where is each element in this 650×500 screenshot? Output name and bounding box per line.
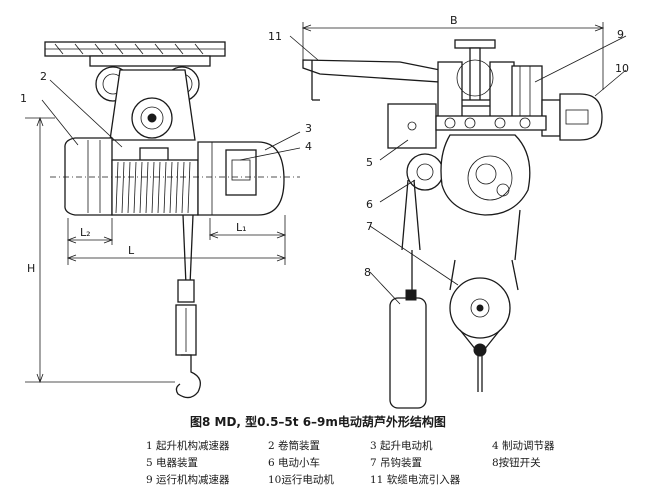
callout-1: 1 <box>20 92 27 105</box>
callout-labels: 1 2 3 4 5 6 7 8 9 10 11 H L L₁ L₂ B 图8 M… <box>20 14 629 429</box>
legend-item: 10运行电动机 <box>268 474 334 486</box>
legend-item: 5 电器装置 <box>146 457 199 469</box>
callout-7: 7 <box>366 220 373 233</box>
legend-item: 11 软缆电流引入器 <box>370 474 461 486</box>
dim-L2: L₂ <box>80 226 91 239</box>
legend-item: 1 起升机构减速器 <box>146 440 230 452</box>
front-view <box>25 41 301 399</box>
callout-10: 10 <box>615 62 629 75</box>
legend-item: 4 制动调节器 <box>492 440 555 452</box>
legend-item: 2 卷筒装置 <box>268 440 321 452</box>
side-view <box>289 22 627 409</box>
parts-legend: 1 起升机构减速器 2 卷筒装置 3 起升电动机 4 制动调节器 5 电器装置 … <box>146 438 646 487</box>
callout-9: 9 <box>617 28 624 41</box>
callout-4: 4 <box>305 140 312 153</box>
dim-L: L <box>128 244 135 257</box>
dim-L1: L₁ <box>236 221 247 234</box>
legend-item: 9 运行机构减速器 <box>146 474 230 486</box>
legend-item: 8按钮开关 <box>492 457 541 469</box>
callout-6: 6 <box>366 198 373 211</box>
dim-H: H <box>27 262 35 275</box>
legend-item: 6 电动小车 <box>268 457 321 469</box>
callout-8: 8 <box>364 266 371 279</box>
legend-item: 3 起升电动机 <box>370 440 433 452</box>
callout-5: 5 <box>366 156 373 169</box>
callout-2: 2 <box>40 70 47 83</box>
legend-item: 7 吊钩装置 <box>370 457 423 469</box>
figure-caption: 图8 MD, 型0.5–5t 6–9m电动葫芦外形结构图 <box>190 414 446 429</box>
callout-11: 11 <box>268 30 282 43</box>
callout-3: 3 <box>305 122 312 135</box>
dim-B: B <box>450 14 458 27</box>
